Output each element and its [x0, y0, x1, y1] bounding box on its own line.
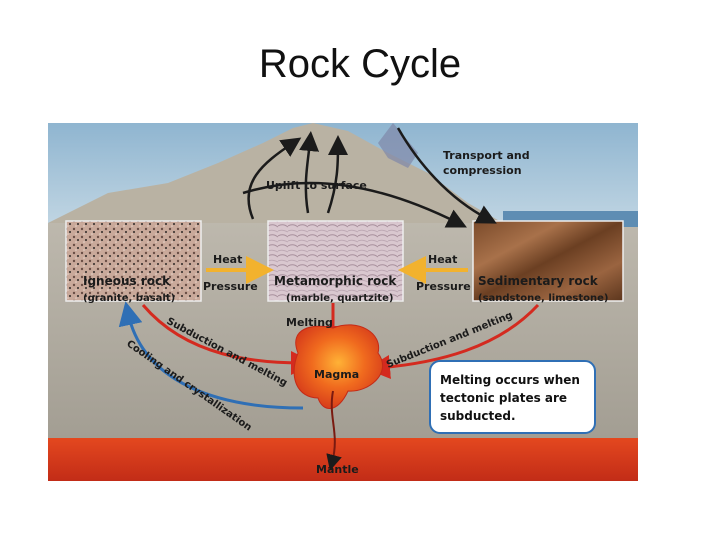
magma-conduit	[326, 390, 342, 471]
mantle-layer	[48, 438, 638, 481]
igneous-rock-box	[65, 220, 202, 302]
callout-line-2: tectonic plates are	[440, 391, 567, 405]
mantle-label: Mantle	[316, 463, 359, 476]
uplift-arrow-2	[299, 131, 320, 214]
metamorphic-rock-box	[267, 220, 404, 302]
callout-line-1: Melting occurs when	[440, 373, 580, 387]
magma-label: Magma	[314, 368, 359, 381]
transport-arrow-1	[242, 181, 467, 228]
magma-blob	[293, 324, 384, 409]
metamorphic-name: Metamorphic rock	[274, 274, 397, 288]
heat-label-right: Heat	[428, 253, 457, 266]
sedimentary-name: Sedimentary rock	[478, 274, 599, 288]
rock-cycle-diagram: Uplift to surface Transport and compress…	[48, 123, 638, 481]
cooling-arrow	[118, 301, 304, 410]
igneous-examples: (granite, basalt)	[83, 293, 175, 304]
igneous-name: Igneous rock	[83, 274, 171, 288]
transport-label-1: Transport and	[443, 149, 530, 162]
uplift-label: Uplift to surface	[266, 179, 367, 192]
snow-peak	[378, 123, 418, 168]
sedimentary-examples: (sandstone, limestone)	[478, 293, 608, 304]
slide-title: Rock Cycle	[258, 42, 462, 86]
melting-label: Melting	[286, 316, 333, 329]
subduction-arrow-left	[141, 304, 315, 375]
uplift-arrow-3	[326, 135, 348, 214]
callout-line-3: subducted.	[440, 409, 516, 423]
pressure-label-right: Pressure	[416, 280, 471, 293]
sedimentary-rock-box	[472, 220, 624, 302]
transport-arrow-2	[396, 127, 497, 224]
uplift-arrow-1	[247, 137, 302, 220]
subduction-arrow-right	[366, 303, 540, 379]
heat-label-left: Heat	[213, 253, 242, 266]
transport-label-2: compression	[443, 164, 522, 177]
metamorphic-examples: (marble, quartzite)	[286, 293, 393, 304]
pressure-label-left: Pressure	[203, 280, 258, 293]
callout-box	[429, 360, 596, 434]
